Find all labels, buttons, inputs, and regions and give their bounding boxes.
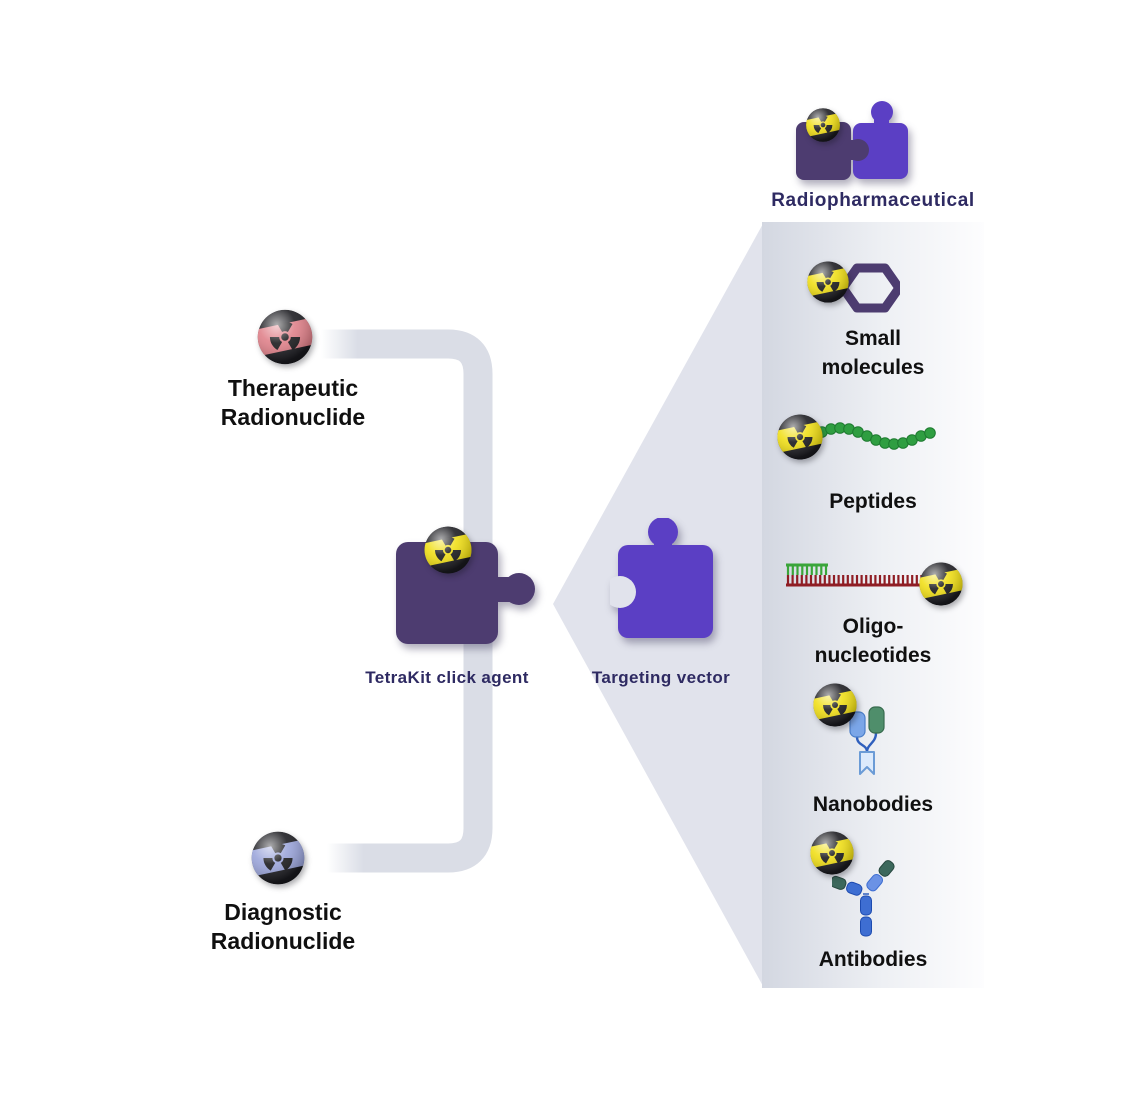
diagnostic-radiation-sphere-icon [250, 830, 306, 886]
tetrakit-click-agent-label: TetraKit click agent [365, 668, 529, 687]
radiation-sphere-icon [809, 830, 855, 876]
oligonucleotide-strand-icon [786, 563, 926, 587]
targeting-vector-puzzle-icon [610, 518, 713, 638]
peptides-label: Peptides [762, 487, 984, 516]
therapeutic-radiation-sphere-icon [256, 308, 314, 366]
small-molecules-line2: molecules [821, 356, 925, 380]
tetrakit-puzzle-icon [396, 542, 535, 644]
radiopharmaceutical-puzzle-icon [796, 101, 908, 180]
nanobodies-line1: Nanobodies [812, 793, 934, 816]
peptide-bead-chain-icon [818, 422, 936, 450]
therapeutic-radionuclide-label: Therapeutic Radionuclide [178, 374, 408, 432]
therapeutic-line2: Radionuclide [220, 403, 366, 430]
targeting-vector-label: Targeting vector [591, 668, 731, 687]
oligonucleotides-line2: nucleotides [814, 644, 932, 668]
diagnostic-line2: Radionuclide [210, 927, 356, 954]
bracket-fade-top [312, 328, 358, 361]
radiation-sphere-icon [918, 561, 964, 607]
nanobody-icon [849, 706, 885, 775]
diagnostic-radionuclide-label: Diagnostic Radionuclide [168, 898, 398, 956]
antibody-icon [832, 860, 895, 937]
radiation-sphere-icon [805, 107, 841, 143]
tetrakit-radiation-sphere-icon [423, 525, 473, 575]
radiation-sphere-icon [806, 260, 850, 304]
bracket-fade-bottom [318, 841, 364, 874]
radiopharmaceutical-label: Radiopharmaceutical [771, 190, 975, 211]
diagnostic-line1: Diagnostic [224, 899, 342, 925]
hexagon-small-molecule-icon [838, 263, 900, 313]
radiation-sphere-icon [776, 413, 824, 461]
small-molecules-label: Small molecules [762, 324, 984, 383]
vector-panel: Small molecules Peptides [762, 222, 984, 988]
antibodies-label: Antibodies [762, 945, 984, 974]
therapeutic-line1: Therapeutic [227, 375, 359, 401]
antibodies-line1: Antibodies [818, 948, 928, 971]
oligonucleotides-line1: Oligo- [842, 615, 904, 638]
radiation-sphere-icon [812, 682, 858, 728]
peptides-line1: Peptides [829, 490, 917, 513]
oligonucleotides-label: Oligo- nucleotides [762, 612, 984, 671]
small-molecules-line1: Small [844, 327, 902, 350]
nanobodies-label: Nanobodies [762, 790, 984, 819]
